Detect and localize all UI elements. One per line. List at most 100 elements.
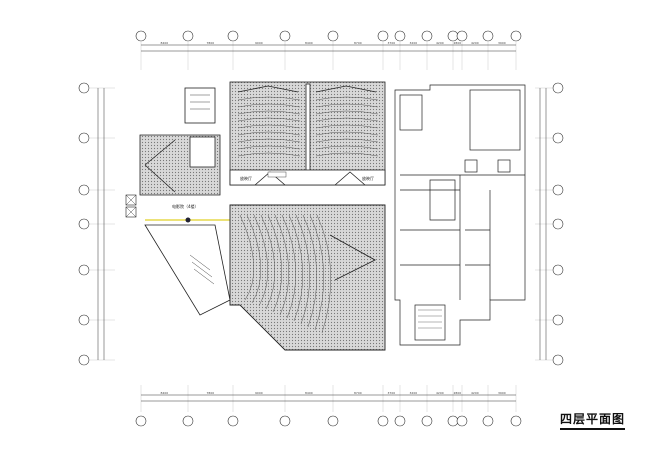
dimension-label: 8700 <box>354 391 362 395</box>
axis-bubble <box>78 264 90 276</box>
dimension-label: 3700 <box>388 391 396 395</box>
dimension-label: 3200 <box>410 391 418 395</box>
seat-row <box>260 214 276 310</box>
dimension-label: 8400 <box>161 41 169 45</box>
dimension-label: 8400 <box>161 391 169 395</box>
seat-row <box>237 117 301 122</box>
axis-bubble <box>377 415 389 427</box>
left-small-hall <box>139 87 221 196</box>
drawing-title: 四层平面图 <box>560 410 626 430</box>
seat-row <box>315 145 379 150</box>
seat-row <box>315 103 379 108</box>
axis-bubbles <box>78 30 564 427</box>
axis-bubble <box>552 82 564 94</box>
axis-bubble <box>377 30 389 42</box>
room-label-cinema: 电影院（4楼） <box>172 203 199 209</box>
dimension-label: 7800 <box>207 41 215 45</box>
axis-bubble <box>552 132 564 144</box>
right-block <box>394 84 526 346</box>
seat-row <box>246 214 262 304</box>
axis-bubble <box>78 184 90 196</box>
seat-row <box>237 124 301 129</box>
axis-bubble <box>78 218 90 230</box>
column-marker <box>185 217 191 223</box>
seat-row <box>237 131 301 136</box>
axis-grid <box>90 42 552 412</box>
seat-row <box>281 214 297 319</box>
axis-bubble <box>135 30 147 42</box>
axis-bubble <box>421 415 433 427</box>
seat-row <box>237 145 301 150</box>
dimension-label: 9000 <box>255 391 263 395</box>
dimension-label: 4200 <box>471 391 479 395</box>
dimension-label: 4200 <box>436 41 444 45</box>
seat-row <box>237 96 301 101</box>
dimension-label: 2800 <box>454 391 462 395</box>
seat-row <box>295 214 311 325</box>
seat-row <box>315 138 379 143</box>
dimension-label: 8700 <box>354 41 362 45</box>
seat-row <box>239 214 255 301</box>
left-wing <box>144 224 231 316</box>
seat-row <box>315 131 379 136</box>
seat-row <box>315 110 379 115</box>
room-label-hall-b: 放映厅 <box>362 175 374 181</box>
seat-row <box>253 214 269 307</box>
seat-row <box>237 138 301 143</box>
dimension-label: 3700 <box>388 41 396 45</box>
axis-bubble <box>447 30 459 42</box>
axis-bubble <box>182 415 194 427</box>
dimension-label: 8400 <box>305 41 313 45</box>
axis-bubble <box>552 184 564 196</box>
dimension-label: 4200 <box>471 41 479 45</box>
seat-row <box>237 103 301 108</box>
axis-bubble <box>552 354 564 366</box>
axis-bubble <box>447 415 459 427</box>
axis-bubble <box>135 415 147 427</box>
seat-row <box>274 214 290 316</box>
dimension-lines <box>97 44 547 402</box>
axis-bubble <box>227 415 239 427</box>
seat-row <box>315 124 379 129</box>
seat-row <box>302 214 318 328</box>
main-auditorium <box>229 204 386 351</box>
axis-bubble <box>227 30 239 42</box>
dimension-label: 4200 <box>436 391 444 395</box>
axis-bubble <box>552 314 564 326</box>
seat-row <box>267 214 283 313</box>
seat-row <box>315 152 379 157</box>
dimension-label: 8400 <box>305 391 313 395</box>
axis-bubble <box>78 82 90 94</box>
axis-bubble <box>482 30 494 42</box>
upper-theatres <box>229 81 386 186</box>
dimension-label: 3900 <box>498 391 506 395</box>
axis-bubble <box>394 415 406 427</box>
dimension-label: 7800 <box>207 391 215 395</box>
axis-bubble <box>182 30 194 42</box>
axis-bubble <box>552 264 564 276</box>
axis-bubble <box>78 354 90 366</box>
seat-row <box>315 96 379 101</box>
seat-row <box>316 214 332 334</box>
axis-bubble <box>421 30 433 42</box>
axis-bubble <box>552 218 564 230</box>
axis-bubble <box>327 30 339 42</box>
seat-row <box>237 152 301 157</box>
axis-bubble <box>456 415 468 427</box>
seat-row <box>309 214 325 331</box>
seat-row <box>288 214 304 322</box>
dimension-label: 3900 <box>498 41 506 45</box>
axis-bubble <box>394 30 406 42</box>
axis-bubble <box>327 415 339 427</box>
dimension-label: 9000 <box>255 41 263 45</box>
seat-row <box>315 117 379 122</box>
room-label-hall-a: 放映厅 <box>240 175 252 181</box>
axis-bubble <box>78 314 90 326</box>
axis-bubble <box>510 415 522 427</box>
dimension-label: 2800 <box>454 41 462 45</box>
axis-bubble <box>78 132 90 144</box>
seat-row <box>237 110 301 115</box>
axis-bubble <box>456 30 468 42</box>
dimension-label: 3200 <box>410 41 418 45</box>
